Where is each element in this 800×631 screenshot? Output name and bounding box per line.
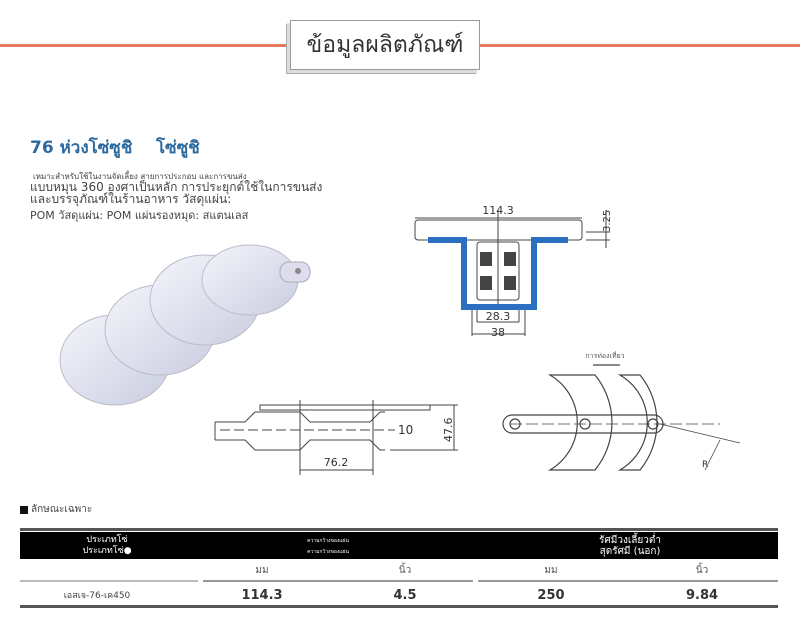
header-plate-width: ความกว้างของแผ่นความกว้างของแผ่น bbox=[307, 538, 349, 555]
bullet-square-icon bbox=[20, 505, 28, 514]
dim-outer: 38 bbox=[491, 326, 505, 339]
unit-radius-mm: มม bbox=[544, 565, 558, 576]
radius-mm-cell: 250 bbox=[537, 588, 565, 603]
header-radius: รัศมีวงเลี้ยวต่ำสุดรัศมี (นอก) bbox=[599, 535, 661, 557]
product-description-small: เหมาะสำหรับใช้ในงานจัดเลี้ยง สายการประกอ… bbox=[33, 172, 247, 181]
dim-pitch: 76.2 bbox=[324, 456, 349, 469]
channel-profile bbox=[428, 237, 568, 310]
specs-label: ลักษณะเฉพาะ bbox=[20, 502, 92, 517]
width-in-cell: 4.5 bbox=[393, 588, 417, 603]
dim-radius: R bbox=[702, 460, 708, 470]
product-material: POM วัสดุแผ่น: POM แผ่นรองหมุด: สแตนเลส bbox=[30, 209, 249, 222]
row-divider bbox=[478, 580, 778, 582]
dim-inner: 28.3 bbox=[486, 310, 511, 323]
unit-width-in: นิ้ว bbox=[398, 565, 412, 576]
dim-width: 114.3 bbox=[482, 204, 514, 217]
product-image bbox=[59, 244, 311, 406]
side-view-drawing: 10 47.6 76.2 bbox=[214, 400, 458, 475]
page-title: ข้อมูลผลิตภัณฑ์ bbox=[290, 20, 480, 70]
product-title: 76 ห่วงโซ่ซูชิ โซ่ซูชิ bbox=[30, 138, 200, 158]
table-header: ประเภทโซ่ประเภทโซ่● ความกว้างของแผ่นความ… bbox=[20, 532, 778, 559]
row-divider bbox=[203, 580, 473, 582]
unit-radius-in: นิ้ว bbox=[695, 565, 709, 576]
dim-pin: 10 bbox=[398, 423, 413, 437]
dim-thickness: 3.25 bbox=[602, 210, 613, 232]
top-view-drawing: การท่องเที่ยว R bbox=[502, 351, 741, 471]
table-top-border bbox=[20, 528, 778, 531]
radius-in-cell: 9.84 bbox=[685, 588, 719, 603]
header-chain-type: ประเภทโซ่ประเภทโซ่● bbox=[82, 535, 132, 556]
width-mm-cell: 114.3 bbox=[241, 588, 283, 603]
chain-type-cell: เอสเจ-76-เค450 bbox=[63, 591, 131, 601]
row-divider bbox=[20, 580, 198, 582]
product-description: แบบหมุน 360 องศาเป็นหลัก การประยุกต์ใช้ใ… bbox=[30, 180, 323, 206]
dim-height: 47.6 bbox=[442, 418, 455, 443]
direction-label: การท่องเที่ยว bbox=[585, 351, 624, 360]
table-bottom-border bbox=[20, 605, 778, 608]
front-view-drawing: 114.3 3.25 28.3 38 bbox=[414, 204, 613, 339]
unit-width-mm: มม bbox=[255, 565, 269, 576]
specs-label-text: ลักษณะเฉพาะ bbox=[31, 504, 93, 515]
